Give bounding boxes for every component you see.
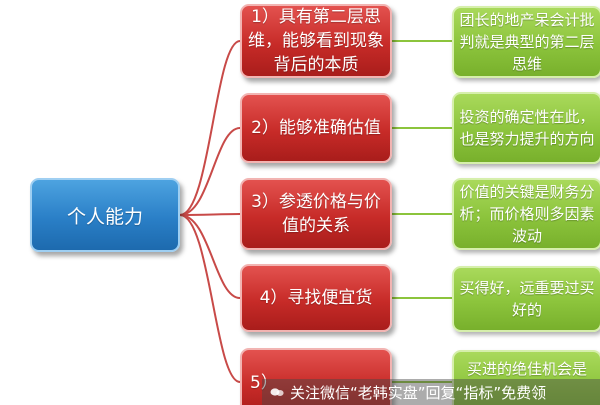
connector-root-2 (179, 127, 241, 216)
branch-label: 4）寻找便宜货 (259, 288, 373, 308)
note-node-3: 价值的关键是财务分析；而价格则多因素波动 (452, 178, 600, 250)
connector-root-4 (179, 214, 241, 299)
note-node-4: 买得好，远重要过买好的 (452, 266, 600, 332)
note-node-5: 买进的绝佳机会是 (452, 350, 600, 405)
branch-label: 2）能够准确估值 (251, 118, 381, 138)
connector-root-3 (179, 213, 241, 216)
branch-node-3: 3）参透价格与价值的关系 (240, 178, 392, 250)
branch-node-1: 1）具有第二层思维，能够看到现象背后的本质 (240, 4, 392, 78)
note-text: 买得好，远重要过买好的 (459, 279, 595, 319)
watermark-text: 关注微信“老韩实盘”回复“指标”免费领 (290, 383, 547, 402)
root-label: 个人能力 (66, 205, 143, 228)
note-text: 投资的确定性在此，也是努力提升的方向 (459, 108, 595, 148)
note-node-1: 团长的地产呆会计批判就是典型的第二层思维 (452, 6, 600, 78)
branch-node-2: 2）能够准确估值 (240, 93, 392, 163)
branch-label: 5） (250, 373, 278, 393)
root-node: 个人能力 (30, 178, 180, 252)
connector-root-5 (179, 214, 241, 383)
note-text: 价值的关键是财务分析；而价格则多因素波动 (459, 183, 595, 245)
branch-node-5: 5） (240, 348, 392, 405)
wechat-icon (270, 388, 284, 396)
connector-root-1 (179, 40, 241, 216)
note-node-2: 投资的确定性在此，也是努力提升的方向 (452, 92, 600, 164)
watermark-banner: 关注微信“老韩实盘”回复“指标”免费领 (262, 379, 600, 405)
branch-node-4: 4）寻找便宜货 (240, 264, 392, 332)
branch-label: 1）具有第二层思维，能够看到现象背后的本质 (248, 7, 384, 75)
branch-label: 3）参透价格与价值的关系 (251, 192, 381, 236)
note-text: 买进的绝佳机会是 (466, 360, 587, 378)
note-text: 团长的地产呆会计批判就是典型的第二层思维 (459, 11, 595, 73)
